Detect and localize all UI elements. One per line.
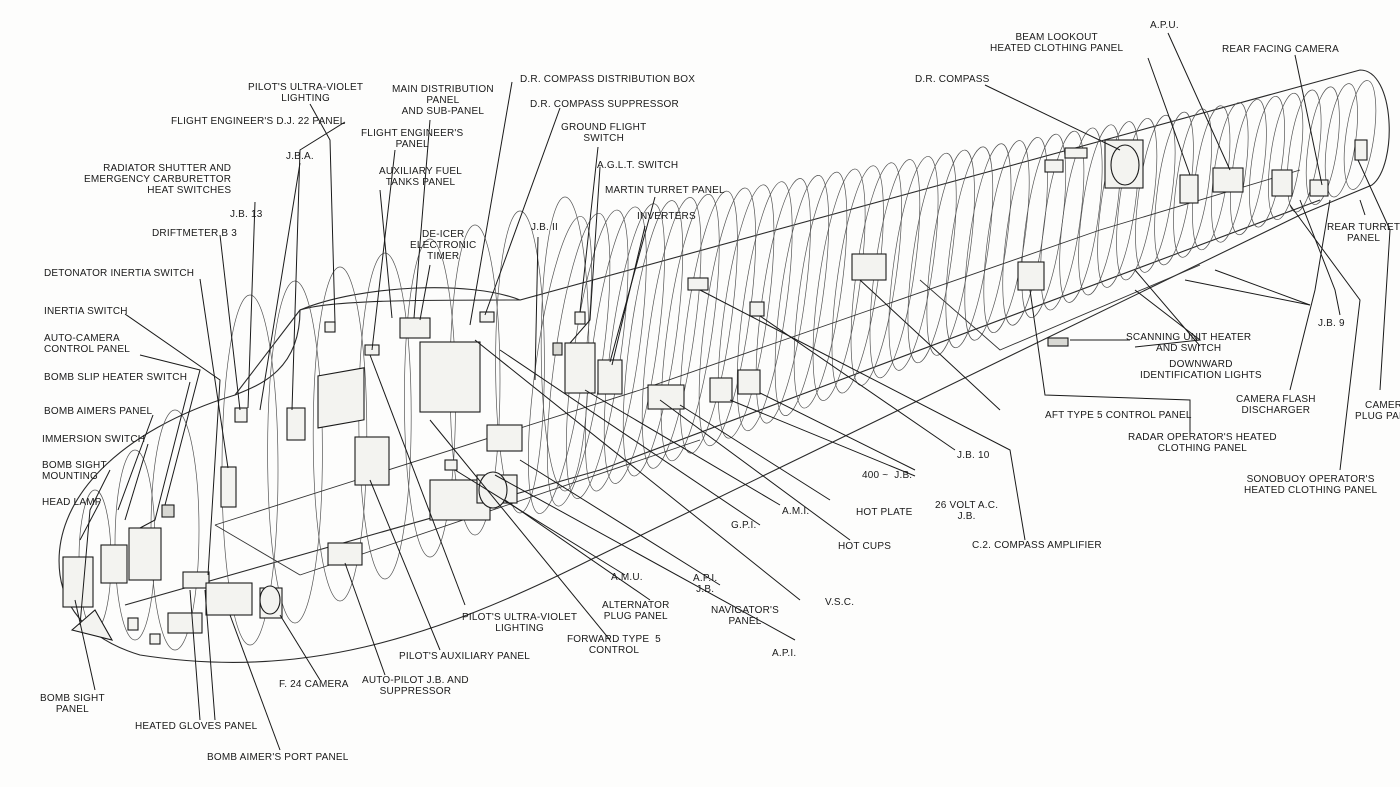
fuselage-frame <box>1040 130 1085 311</box>
label-hot-plate: HOT PLATE <box>856 507 913 518</box>
label-pilots-auxiliary-panel: PILOT'S AUXILIARY PANEL <box>399 651 531 662</box>
label-camera-flash-discharger: CAMERA FLASH DISCHARGER <box>1236 394 1316 416</box>
fuselage-frame <box>1230 99 1267 236</box>
label-downward-identification-lights: DOWNWARD IDENTIFICATION LIGHTS <box>1140 359 1262 381</box>
label-aglt-switch: A.G.L.T. SWITCH <box>597 160 679 171</box>
label-amu: A.M.U. <box>611 572 643 583</box>
label-dr-compass-distribution-box: D.R. COMPASS DISTRIBUTION BOX <box>520 74 696 85</box>
label-rear-facing-camera: REAR FACING CAMERA <box>1222 44 1339 55</box>
label-flight-engineers-panel: FLIGHT ENGINEER'S PANEL <box>361 128 464 150</box>
label-de-icer-timer: DE-ICER ELECTRONIC TIMER <box>410 229 477 262</box>
fuselage-frame <box>1305 86 1340 205</box>
label-apu: A.P.U. <box>1150 20 1179 31</box>
label-head-lamp: HEAD LAMP <box>42 497 102 508</box>
fuselage-frame <box>679 190 738 454</box>
leader-lines <box>74 32 1391 751</box>
label-26-volt-ac-jb: 26 VOLT A.C. J.B. <box>935 500 999 522</box>
label-auxiliary-fuel-tanks-panel: AUXILIARY FUEL TANKS PANEL <box>379 166 463 188</box>
label-bomb-aimers-port-panel: BOMB AIMER'S PORT PANEL <box>207 752 349 763</box>
label-ami: A.M.I. <box>782 506 810 517</box>
fuselage-frame <box>312 266 368 602</box>
label-jb11: J.B. II <box>531 222 558 233</box>
label-bomb-sight-mounting: BOMB SIGHT MOUNTING <box>42 460 107 482</box>
fuselage-frame <box>1343 80 1377 190</box>
fuselage-frame <box>888 156 939 371</box>
fuselage-frame <box>907 152 957 364</box>
label-radiator-shutter-switches: RADIATOR SHUTTER AND EMERGENCY CARBURETT… <box>84 163 232 196</box>
fuselage-frame <box>1059 127 1103 303</box>
label-driftmeter: DRIFTMETER B 3 <box>152 228 238 239</box>
label-forward-type5-control: FORWARD TYPE 5 CONTROL <box>567 634 661 656</box>
fuselage-frame <box>495 210 545 514</box>
label-immersion-switch: IMMERSION SWITCH <box>42 434 146 445</box>
label-aft-type5-control-panel: AFT TYPE 5 CONTROL PANEL <box>1045 410 1192 421</box>
fuselage-frame <box>267 280 323 624</box>
label-camera-plug-panel: CAMERA PLUG PANEL <box>1355 400 1400 422</box>
label-rear-turret-panel: REAR TURRET PANEL <box>1327 222 1400 244</box>
fuselage-frame <box>964 143 1012 341</box>
fuselage-frame <box>755 178 811 424</box>
label-hot-cups: HOT CUPS <box>838 541 892 552</box>
fuselage-frame <box>1116 118 1158 281</box>
label-main-distribution-panel: MAIN DISTRIBUTION PANEL AND SUB-PANEL <box>392 84 494 117</box>
label-api-jb: A.P.I. J.B. <box>693 573 718 595</box>
label-ground-flight-switch: GROUND FLIGHT SWITCH <box>561 122 647 144</box>
fuselage-frame <box>1249 95 1285 228</box>
label-jb9: J.B. 9 <box>1318 318 1345 329</box>
label-radar-operators-heated-clothing-panel: RADAR OPERATOR'S HEATED CLOTHING PANEL <box>1128 432 1277 454</box>
cabin-floor <box>214 169 1301 576</box>
fuselage-frame <box>1173 108 1212 258</box>
label-c2-compass-amplifier: C.2. COMPASS AMPLIFIER <box>972 540 1102 551</box>
label-sonobuoy-operators-panel: SONOBUOY OPERATOR'S HEATED CLOTHING PANE… <box>1244 474 1378 496</box>
fuselage-frame <box>945 146 994 349</box>
label-gpi: G.P.I. <box>731 520 757 531</box>
label-vsc: V.S.C. <box>825 597 855 608</box>
fuselage-frame <box>831 165 884 394</box>
fuselage-frame <box>660 194 720 462</box>
label-jba: J.B.A. <box>286 151 314 162</box>
fuselage-frame <box>812 168 866 401</box>
label-inverters: INVERTERS <box>637 211 696 222</box>
label-bomb-slip-heater-switch: BOMB SLIP HEATER SWITCH <box>44 372 188 383</box>
label-auto-camera-control-panel: AUTO-CAMERA CONTROL PANEL <box>44 333 130 355</box>
label-martin-turret-panel: MARTIN TURRET PANEL <box>605 185 725 196</box>
label-flight-engineers-dj22-panel: FLIGHT ENGINEER'S D.J. 22 PANEL <box>171 116 346 127</box>
label-heated-gloves-panel: HEATED GLOVES PANEL <box>135 721 258 732</box>
label-jb13: J.B. 13 <box>230 209 263 220</box>
internal-equipment <box>62 139 1368 645</box>
fuselage-frame <box>793 171 848 409</box>
label-bomb-aimers-panel: BOMB AIMERS PANEL <box>44 406 153 417</box>
label-pilots-uv-lighting-top: PILOT'S ULTRA-VIOLET LIGHTING <box>248 82 364 104</box>
fuselage-frame <box>717 184 775 439</box>
label-navigators-panel: NAVIGATOR'S PANEL <box>711 605 780 627</box>
fuselage-frame <box>983 140 1030 334</box>
fuselage-frame <box>1097 121 1139 288</box>
label-dr-compass-suppressor: D.R. COMPASS SUPPRESSOR <box>530 99 679 110</box>
label-beam-lookout-panel: BEAM LOOKOUT HEATED CLOTHING PANEL <box>990 32 1124 54</box>
fuselage-frame <box>622 200 684 477</box>
fuselage-frame <box>926 149 975 356</box>
label-dr-compass: D.R. COMPASS <box>915 74 990 85</box>
fuselage-frame <box>1268 92 1304 220</box>
label-f24-camera: F. 24 CAMERA <box>279 679 349 690</box>
label-auto-pilot-jb: AUTO-PILOT J.B. AND SUPPRESSOR <box>362 675 469 697</box>
fuselage-frame <box>736 181 793 432</box>
label-400-jb: 400 ~ J.B. <box>862 470 913 481</box>
fuselage-frame <box>774 174 830 417</box>
label-api: A.P.I. <box>772 648 797 659</box>
label-jb10: J.B. 10 <box>957 450 990 461</box>
fuselage-frame <box>641 197 702 469</box>
fuselage-frame <box>1078 124 1121 296</box>
fuselage-frame <box>1135 114 1176 273</box>
label-detonator-inertia-switch: DETONATOR INERTIA SWITCH <box>44 268 195 279</box>
label-pilots-uv-lighting-bottom: PILOT'S ULTRA-VIOLET LIGHTING <box>462 612 578 634</box>
label-scanning-unit-heater: SCANNING UNIT HEATER AND SWITCH <box>1126 332 1252 354</box>
label-alternator-plug-panel: ALTERNATOR PLUG PANEL <box>602 600 670 622</box>
label-bomb-sight-panel: BOMB SIGHT PANEL <box>40 693 105 715</box>
label-inertia-switch: INERTIA SWITCH <box>44 306 128 317</box>
fuselage-frame <box>698 187 757 447</box>
fuselage-frame <box>603 203 665 484</box>
